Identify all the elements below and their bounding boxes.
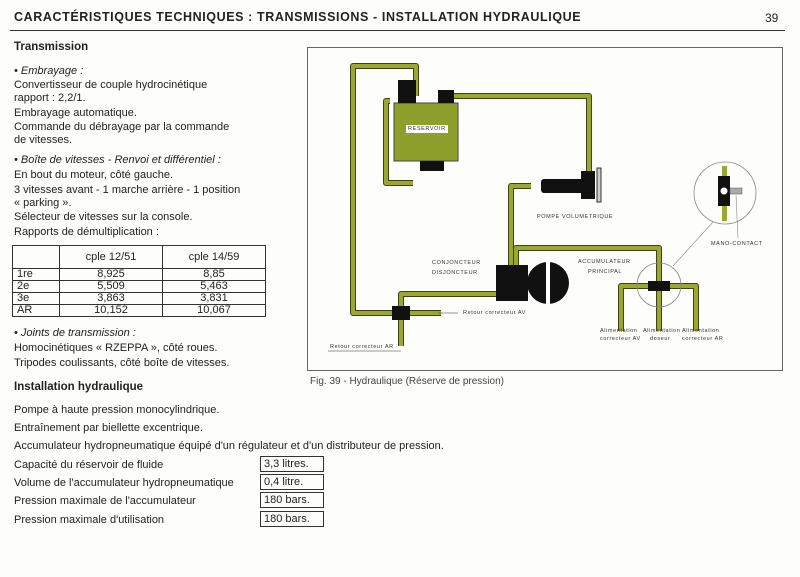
text-line: de vitesses. — [14, 134, 73, 146]
accumulator-label-2: PRINCIPAL — [588, 269, 623, 275]
page-number: 39 — [765, 11, 779, 25]
boite-title: • Boîte de vitesses - Renvoi et différen… — [14, 154, 221, 166]
spec-label: Pression maximale de l'accumulateur — [14, 495, 196, 507]
embrayage-title: • Embrayage : — [14, 65, 84, 77]
spec-label: Volume de l'accumulateur hydropneumatiqu… — [14, 477, 234, 489]
table-cell: 10,067 — [162, 304, 266, 317]
alim-ar-label-2: correcteur AR — [682, 336, 724, 342]
alim-ar-label: Alimentation — [682, 328, 720, 334]
conjoncteur-label: CONJONCTEUR — [432, 260, 481, 266]
text-line: Embrayage automatique. — [14, 107, 137, 119]
distributor-tee — [648, 281, 670, 291]
table-header: cple 12/51 — [59, 245, 163, 269]
text-line: Homocinétiques « RZEPPA », côté roues. — [14, 342, 218, 354]
alim-av-label-2: correcteur AV — [600, 336, 641, 342]
table-cell: 8,925 — [59, 268, 163, 281]
page-header-title: CARACTÉRISTIQUES TECHNIQUES : TRANSMISSI… — [14, 10, 582, 24]
hydraulic-diagram: RESERVOIR POMPE VOLUMETRIQUE MANO-CONTAC… — [307, 47, 783, 371]
retour-av-label: Retour correcteur AV — [463, 310, 526, 316]
text-line: Pompe à haute pression monocylindrique. — [14, 404, 220, 416]
alim-doseur-label-2: doseur — [650, 336, 671, 342]
table-cell: 3e — [12, 292, 60, 305]
header-rule — [10, 30, 785, 31]
table-header: cple 14/59 — [162, 245, 266, 269]
conjoncteur-block — [496, 265, 528, 301]
spec-value: 180 bars. — [260, 511, 324, 527]
pump-label: POMPE VOLUMETRIQUE — [537, 214, 614, 220]
retour-ar-label: Retour correcteur AR — [330, 344, 394, 350]
mano-contact-label: MANO-CONTACT — [711, 241, 763, 247]
reservoir-label: RESERVOIR — [406, 125, 448, 133]
magnifier-circle — [693, 161, 757, 225]
table-cell: 5,509 — [59, 280, 163, 293]
pump-body — [541, 179, 589, 193]
disjoncteur-label: DISJONCTEUR — [432, 270, 478, 276]
text-line: Entraînement par biellette excentrique. — [14, 422, 203, 434]
table-cell: 1re — [12, 268, 60, 281]
text-line: Accumulateur hydropneumatique équipé d'u… — [14, 440, 444, 452]
accumulator-label: ACCUMULATEUR — [578, 259, 631, 265]
text-line: Sélecteur de vitesses sur la console. — [14, 211, 193, 223]
alim-av-label: Alimentation — [600, 328, 638, 334]
spec-label: Pression maximale d'utilisation — [14, 514, 165, 526]
table-cell: AR — [12, 304, 60, 317]
text-line: « parking ». — [14, 197, 72, 209]
text-line: Commande du débrayage par la commande — [14, 121, 230, 133]
table-cell: 5,463 — [162, 280, 266, 293]
spec-value: 0,4 litre. — [260, 474, 324, 490]
spec-value: 3,3 litres. — [260, 456, 324, 472]
reservoir-cap — [398, 80, 416, 103]
text-line: Tripodes coulissants, côté boîte de vite… — [14, 357, 230, 369]
figure-caption: Fig. 39 - Hydraulique (Réserve de pressi… — [310, 376, 504, 387]
transmission-heading: Transmission — [14, 41, 89, 53]
hydraulic-schematic — [328, 63, 757, 352]
table-cell: 3,831 — [162, 292, 266, 305]
text-line: Convertisseur de couple hydrocinétique — [14, 79, 208, 91]
table-cell: 2e — [12, 280, 60, 293]
tee-fitting — [392, 306, 410, 320]
table-cell: 10,152 — [59, 304, 163, 317]
table-header — [12, 245, 60, 269]
spec-value: 180 bars. — [260, 492, 324, 508]
alim-doseur-label: Alimentation — [643, 328, 681, 334]
text-line: rapport : 2,2/1. — [14, 92, 86, 104]
text-line: 3 vitesses avant - 1 marche arrière - 1 … — [14, 184, 241, 196]
text-line: Rapports de démultiplication : — [14, 226, 159, 238]
table-cell: 8,85 — [162, 268, 266, 281]
text-line: En bout du moteur, côté gauche. — [14, 169, 174, 181]
joints-title: • Joints de transmission : — [14, 327, 136, 339]
hydraulique-heading: Installation hydraulique — [14, 381, 144, 393]
table-cell: 3,863 — [59, 292, 163, 305]
spec-label: Capacité du réservoir de fluide — [14, 459, 164, 471]
